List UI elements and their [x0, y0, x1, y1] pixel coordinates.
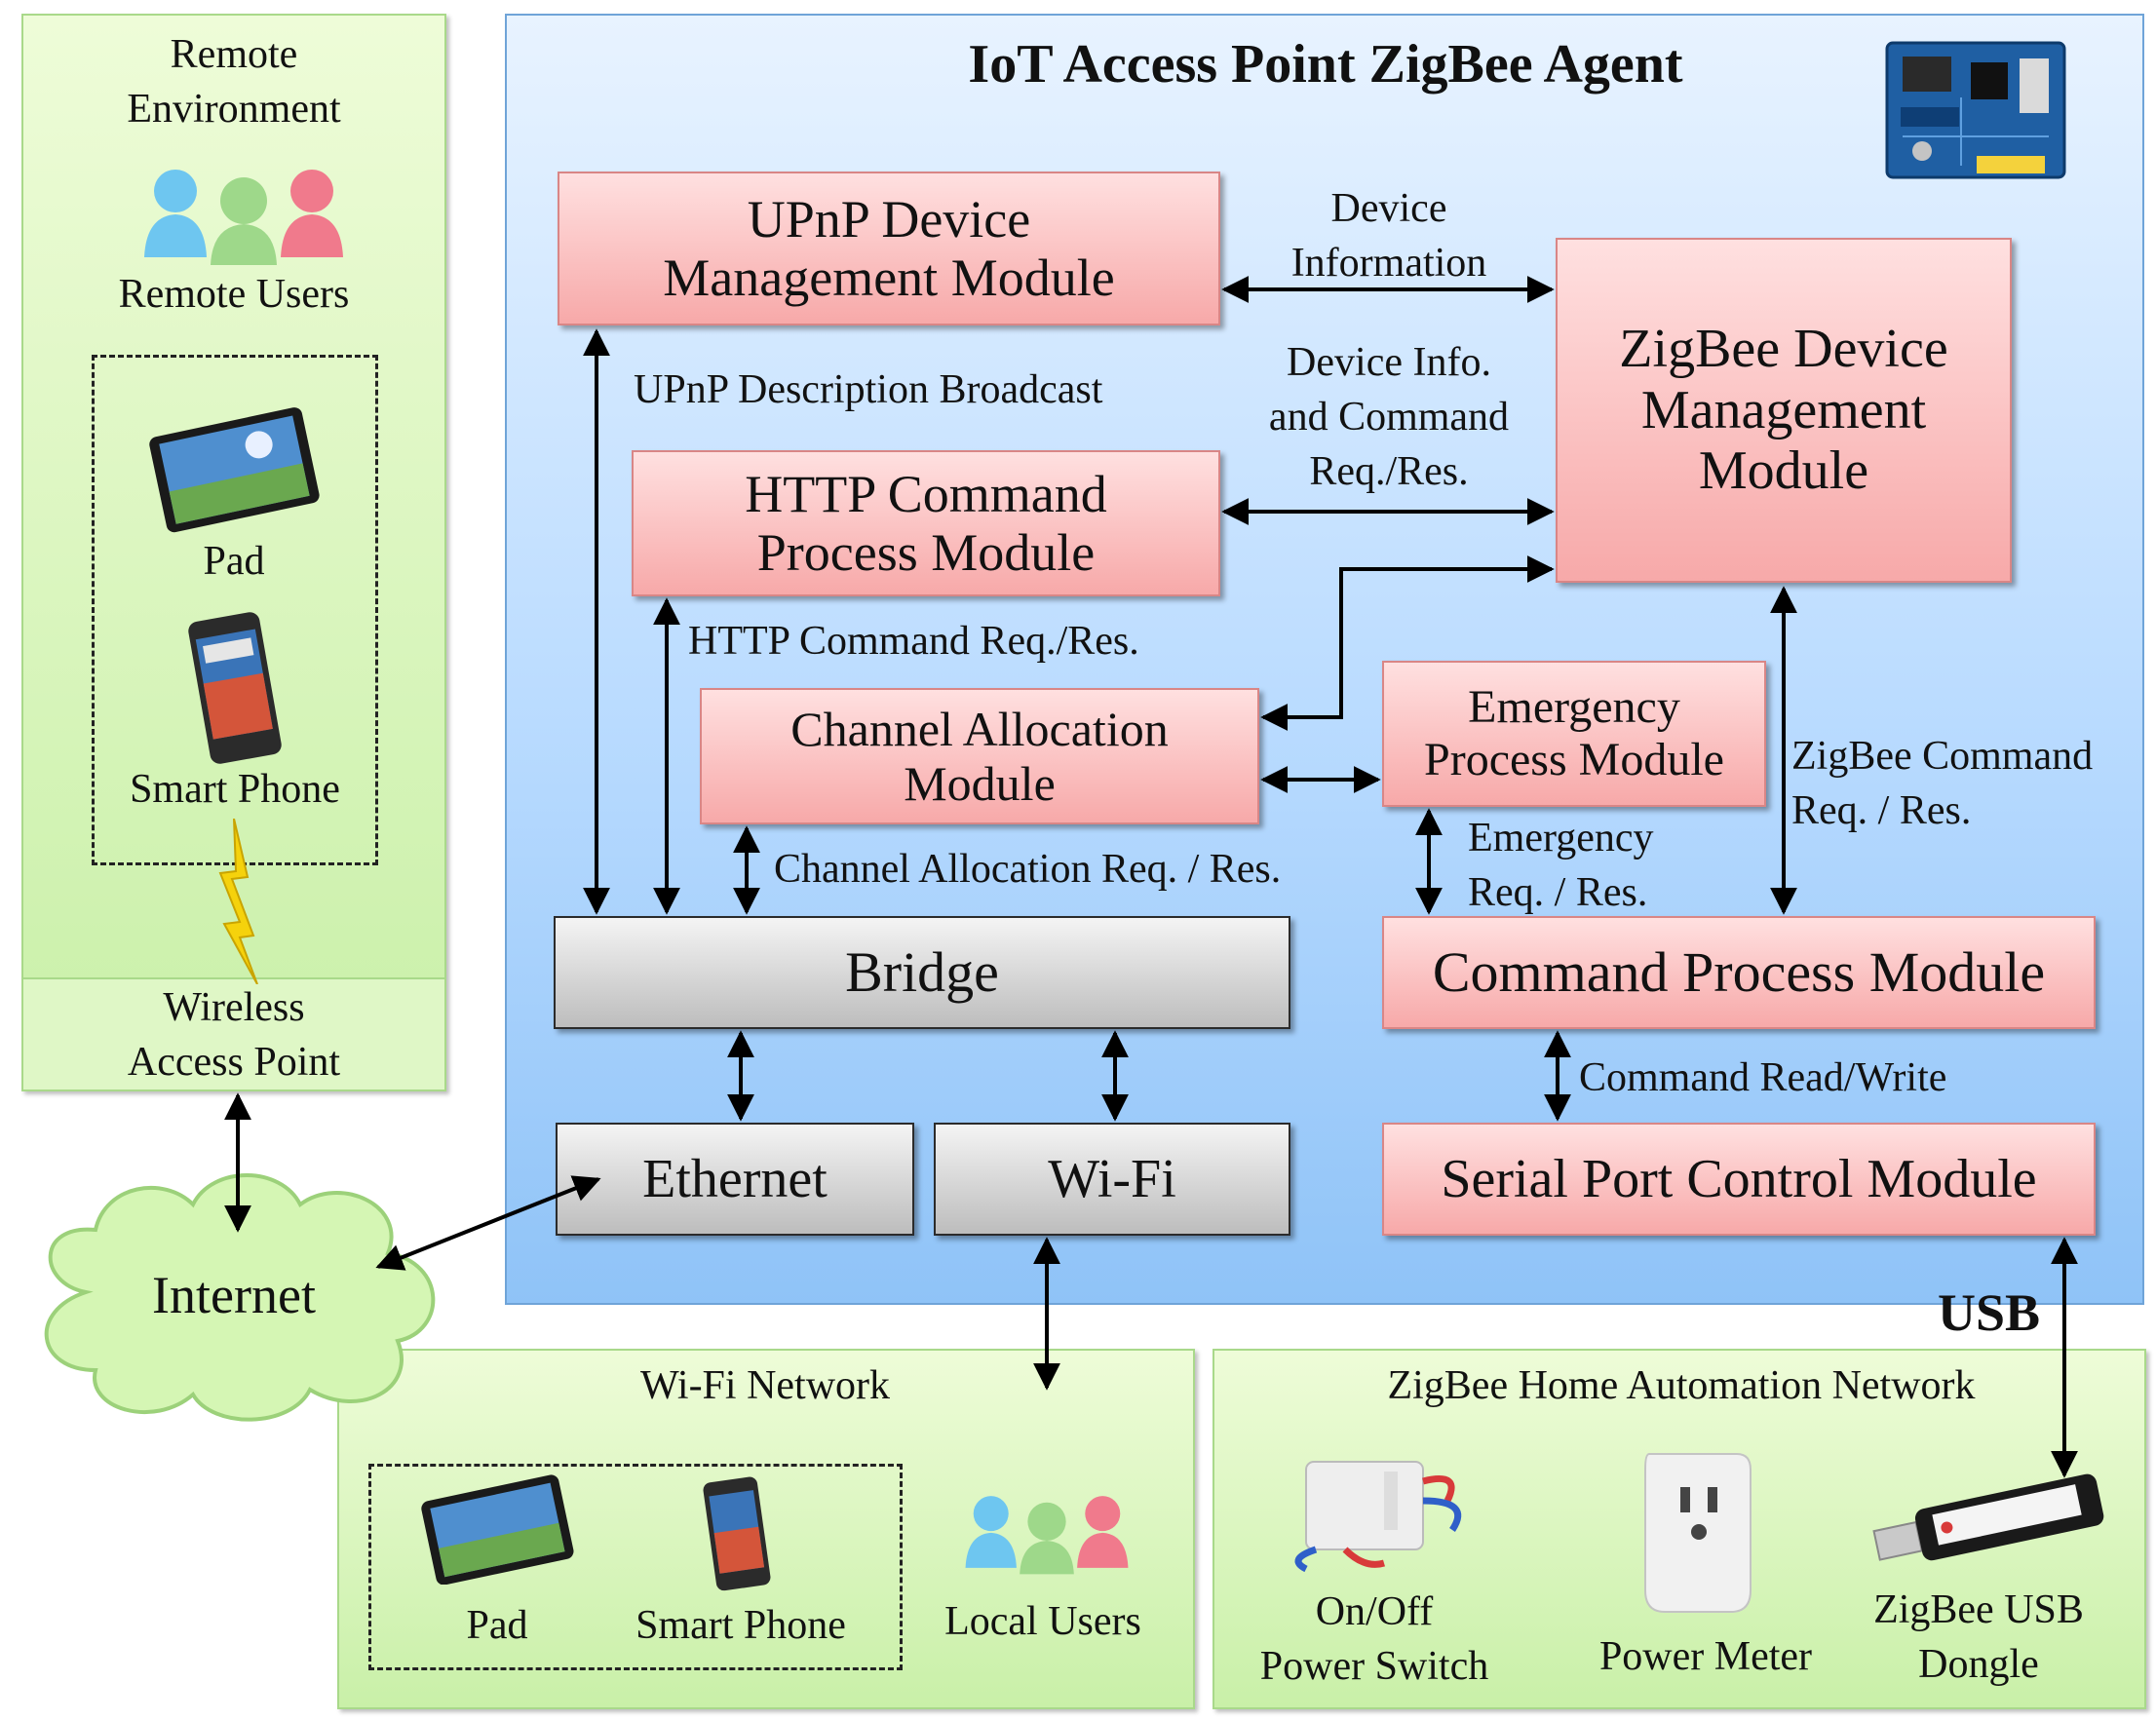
dongle-label-line2: Dongle [1918, 1642, 2039, 1687]
usb-dongle-icon [1872, 1473, 2104, 1561]
switch-label-line1: On/Off [1315, 1589, 1434, 1634]
zigbee-cmd-label-line2: Req. / Res. [1791, 788, 1972, 833]
zigbee-network-title: ZigBee Home Automation Network [1387, 1363, 1976, 1408]
zigbee-line2: Management [1640, 379, 1927, 440]
http-req-label: HTTP Command Req./Res. [688, 619, 1139, 664]
remote-phone-label: Smart Phone [130, 767, 340, 812]
circuit-board-icon [1885, 41, 2066, 179]
upnp-line1: UPnP Device [747, 189, 1031, 248]
users-icon [144, 170, 343, 265]
cmd-rw-label: Command Read/Write [1579, 1055, 1947, 1100]
device-cmd-label-line2: and Command [1268, 395, 1510, 440]
emergency-req-label-line2: Req. / Res. [1468, 870, 1648, 915]
serial-port-control-module: Serial Port Control Module [1382, 1123, 2096, 1236]
zigbee-cmd-label-line1: ZigBee Command [1791, 734, 2094, 779]
emergency-req-label-line1: Emergency [1468, 816, 1654, 860]
remote-pad-label: Pad [203, 539, 265, 584]
channel-line1: Channel Allocation [790, 702, 1169, 756]
lightning-icon [218, 819, 258, 984]
local-phone-label: Smart Phone [635, 1603, 846, 1648]
cloud-icon [44, 1173, 436, 1422]
local-devices-group [368, 1464, 903, 1670]
smartphone-icon [703, 1476, 771, 1591]
arrow-internet-ethernet [375, 1175, 601, 1271]
remote-env-title-line2: Environment [127, 87, 341, 132]
upnp-broadcast-label: UPnP Description Broadcast [634, 367, 1103, 412]
http-line1: HTTP Command [745, 464, 1107, 523]
upnp-device-management-module: UPnP Device Management Module [558, 172, 1220, 325]
wireless-ap-line1: Wireless [163, 985, 305, 1030]
power-meter-icon [1644, 1453, 1752, 1613]
meter-label: Power Meter [1598, 1634, 1813, 1679]
channel-allocation-module: Channel Allocation Module [700, 688, 1259, 824]
remote-users-label: Remote Users [118, 272, 350, 317]
smartphone-icon [188, 612, 282, 764]
power-switch-icon [1294, 1461, 1462, 1573]
arrow-channel-zigbee [1260, 555, 1555, 731]
remote-env-title-line1: Remote [170, 32, 298, 77]
channel-req-label: Channel Allocation Req. / Res. [774, 847, 1282, 892]
usb-label: USB [1938, 1283, 2041, 1342]
wifi-network-title: Wi-Fi Network [639, 1363, 891, 1408]
wireless-access-point-band [23, 977, 444, 1089]
emergency-line2: Process Module [1424, 734, 1724, 785]
device-cmd-label-line1: Device Info. [1287, 340, 1491, 385]
upnp-line2: Management Module [663, 248, 1115, 307]
http-line2: Process Module [756, 523, 1096, 582]
http-command-process-module: HTTP Command Process Module [632, 450, 1220, 596]
zigbee-line3: Module [1698, 440, 1869, 502]
device-info-label-line1: Device [1330, 186, 1447, 231]
tablet-icon [149, 407, 320, 533]
diagram-title: IoT Access Point ZigBee Agent [968, 34, 1683, 95]
command-process-module: Command Process Module [1382, 916, 2096, 1029]
bridge-module: Bridge [554, 916, 1290, 1029]
users-icon [965, 1496, 1129, 1575]
dongle-label-line1: ZigBee USB [1873, 1587, 2084, 1632]
device-cmd-label-line3: Req./Res. [1309, 449, 1469, 494]
local-users-label: Local Users [944, 1599, 1141, 1644]
local-pad-label: Pad [466, 1603, 528, 1648]
internet-label: Internet [152, 1266, 316, 1324]
switch-label-line2: Power Switch [1259, 1644, 1489, 1689]
channel-line2: Module [904, 756, 1056, 811]
ethernet-module: Ethernet [556, 1123, 914, 1236]
tablet-icon [421, 1474, 574, 1585]
wireless-ap-line2: Access Point [127, 1040, 341, 1085]
zigbee-line1: ZigBee Device [1619, 318, 1948, 379]
wifi-module: Wi-Fi [934, 1123, 1290, 1236]
zigbee-device-management-module: ZigBee Device Management Module [1556, 238, 2012, 583]
